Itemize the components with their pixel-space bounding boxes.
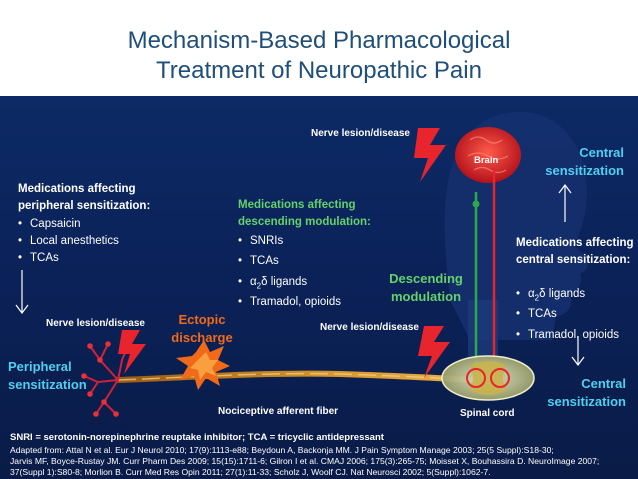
title-line-1: Mechanism-Based Pharmacological [127,27,511,54]
central-med-item: Tramadol, opioids [516,327,619,347]
central-med-item: TCAs [516,306,619,326]
brain-label: Brain [474,155,499,166]
lightning-bolt-icon-left [118,330,146,374]
central-sensitization-label-bottom: Central sensitization [547,376,626,409]
peripheral-meds-list: Capsaicin Local anesthetics TCAs [18,216,119,267]
lightning-bolt-icon-top [414,128,446,182]
descending-med-item: SNRIs [238,233,341,253]
title-band: Mechanism-Based Pharmacological Treatmen… [0,0,638,96]
central-meds-heading: Medications affecting central sensitizat… [516,237,634,266]
peripheral-med-item: Local anesthetics [18,233,119,250]
arrow-up-icon-right [558,184,572,222]
spinal-cord-icon [441,355,535,401]
slide-title: Mechanism-Based Pharmacological Treatmen… [0,26,638,86]
reference-line-3: 37(Suppl 1):S80-8; Morlion B. Curr Med R… [10,467,491,477]
nerve-lesion-label-top: Nerve lesion/disease [311,128,410,139]
title-line-2: Treatment of Neuropathic Pain [156,57,482,84]
nerve-lesion-label-middle: Nerve lesion/disease [320,322,419,333]
central-sensitization-label-top: Central sensitization [545,145,624,178]
reference-line-2: Jarvis MF, Boyce-Rustay JM. Curr Pharm D… [10,456,600,466]
descending-med-item: TCAs [238,253,341,273]
lightning-bolt-icon-middle [418,326,450,378]
descending-med-item: α2δ ligands [238,274,341,294]
brain-icon [455,127,521,183]
peripheral-med-item: TCAs [18,250,119,267]
abbreviations-note: SNRI = serotonin-norepinephrine reuptake… [10,432,384,443]
peripheral-meds-heading: Medications affecting peripheral sensiti… [18,183,151,212]
ectopic-discharge-label: Ectopic discharge [171,312,233,345]
descending-med-item: Tramadol, opioids [238,294,341,314]
nociceptive-fiber-label: Nociceptive afferent fiber [218,406,339,417]
descending-meds-heading: Medications affecting descending modulat… [238,199,371,228]
central-med-item: α2δ ligands [516,286,619,306]
descending-modulation-label: Descending modulation [389,271,463,304]
central-meds-list: α2δ ligands TCAs Tramadol, opioids [516,286,619,347]
arrow-down-icon-left [15,270,29,314]
nerve-lesion-label-left: Nerve lesion/disease [46,318,145,329]
peripheral-sensitization-label: Peripheral sensitization [8,359,87,392]
peripheral-med-item: Capsaicin [18,216,119,233]
descending-meds-list: SNRIs TCAs α2δ ligands Tramadol, opioids [238,233,341,314]
spinal-cord-label: Spinal cord [460,408,515,419]
reference-line-1: Adapted from: Attal N et al. Eur J Neuro… [10,445,554,455]
